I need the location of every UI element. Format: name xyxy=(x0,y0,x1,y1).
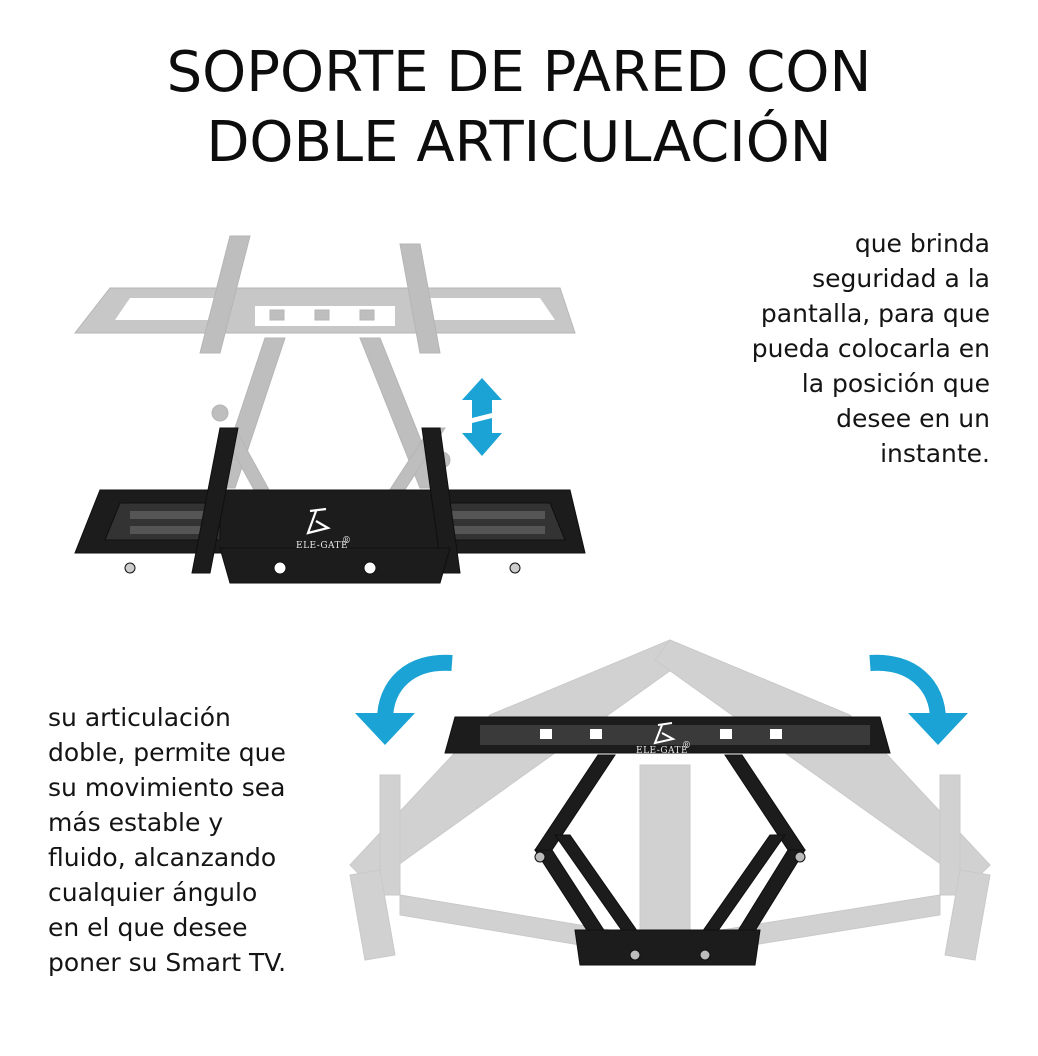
description-line: su articulación xyxy=(48,703,231,732)
title-line-1: SOPORTE DE PARED CON xyxy=(166,40,872,105)
registered-mark: ® xyxy=(342,536,352,546)
up-down-arrow-icon xyxy=(462,378,502,456)
description-line: la posición que xyxy=(801,369,990,398)
description-line: en el que desee xyxy=(48,913,248,942)
description-line: que brinda xyxy=(854,229,990,258)
brand-name: ELE-GATE xyxy=(296,541,348,551)
description-line: instante. xyxy=(880,439,990,468)
description-line: cualquier ángulo xyxy=(48,878,258,907)
rotate-right-arrow-icon xyxy=(869,654,968,745)
description-line: doble, permite que xyxy=(48,738,286,767)
description-line: desee en un xyxy=(836,404,990,433)
swivel-mount-illustration: ELE-GATE ® xyxy=(340,635,1000,990)
vertical-mount-illustration: ELE-GATE ® xyxy=(70,228,600,588)
brand-logo: ELE-GATE ® xyxy=(636,722,692,756)
description-line: pantalla, para que xyxy=(760,299,990,328)
vertical-mount-description: que brinda seguridad a la pantalla, para… xyxy=(700,226,990,471)
swivel-mount-description: su articulación doble, permite que su mo… xyxy=(48,700,348,980)
page-title: SOPORTE DE PARED CON DOBLE ARTICULACIÓN xyxy=(0,38,1038,178)
title-line-2: DOBLE ARTICULACIÓN xyxy=(206,110,832,175)
description-line: más estable y xyxy=(48,808,224,837)
description-line: fluido, alcanzando xyxy=(48,843,277,872)
description-line: seguridad a la xyxy=(812,264,990,293)
registered-mark: ® xyxy=(682,741,692,751)
brand-name: ELE-GATE xyxy=(636,746,688,756)
description-line: su movimiento sea xyxy=(48,773,286,802)
description-line: poner su Smart TV. xyxy=(48,948,287,977)
brand-logo: ELE-GATE ® xyxy=(296,507,352,551)
rotate-left-arrow-icon xyxy=(355,654,453,745)
description-line: pueda colocarla en xyxy=(751,334,990,363)
